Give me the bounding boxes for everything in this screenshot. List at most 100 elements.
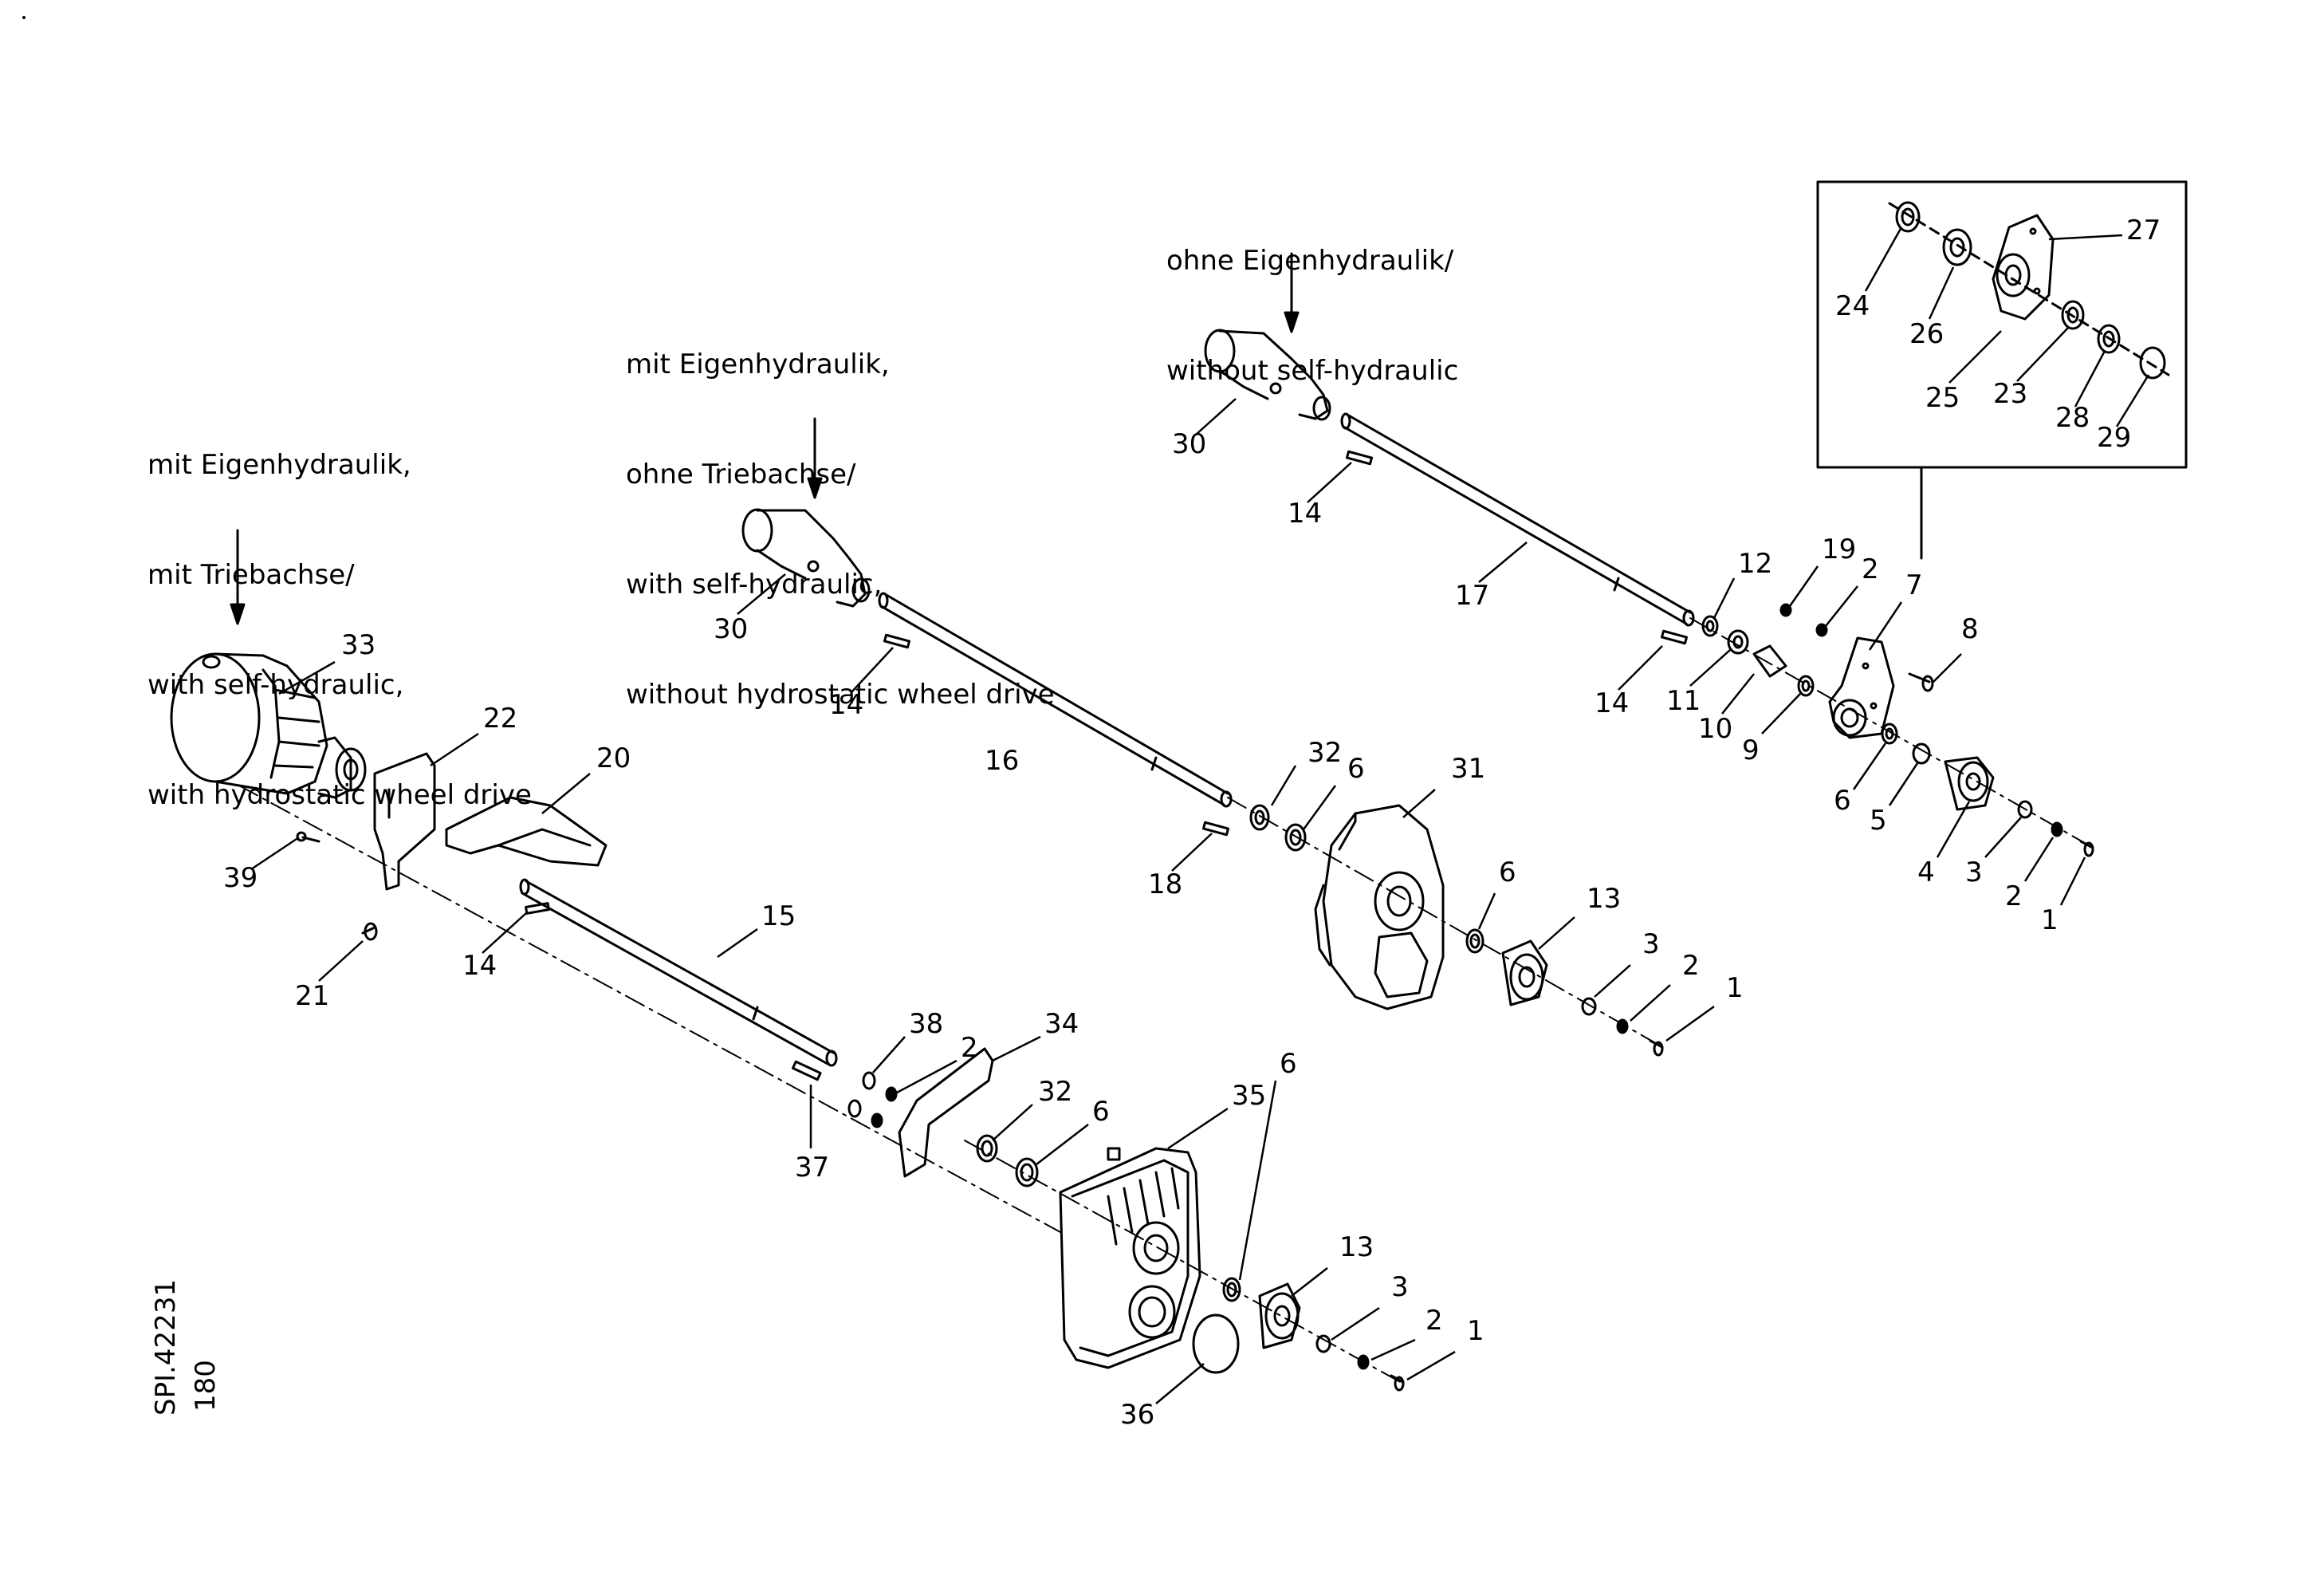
- key-14-right-lower: [1660, 629, 1689, 645]
- leader-line: [1331, 1306, 1380, 1341]
- leader-line: [1788, 565, 1819, 607]
- leader-line: [1036, 1124, 1089, 1165]
- detail-inset-box: [1816, 180, 2188, 469]
- leader-line: [1665, 1005, 1715, 1042]
- leader-line: [1594, 964, 1631, 998]
- leader-line: [1689, 649, 1731, 687]
- part-number-label: 12: [1738, 548, 1772, 580]
- part-number-label: 14: [1288, 498, 1322, 530]
- leader-line: [1984, 817, 2022, 858]
- leader-line: [2059, 857, 2086, 906]
- shaft-16: [878, 592, 1233, 808]
- leader-line: [737, 573, 786, 615]
- part-number-label: 6: [1499, 857, 1516, 888]
- seal-rings-32-6-left: [976, 1134, 1039, 1187]
- leader-line: [1167, 1107, 1229, 1150]
- part-number-label: 17: [1455, 580, 1489, 612]
- gear-housing-31: [1314, 804, 1445, 1010]
- part-number-label: 33: [341, 629, 376, 661]
- flange-parts-6-13-3-2-1-lower: [1222, 1277, 1405, 1392]
- leader-line: [1477, 892, 1496, 930]
- leader-line: [318, 940, 364, 982]
- leader-line: [278, 660, 336, 695]
- part-number-label: 18: [1148, 868, 1182, 900]
- part-number-label: 38: [909, 1008, 943, 1040]
- part-number-label: 2: [1682, 950, 1700, 982]
- caption-line: mit Eigenhydraulik,: [147, 449, 411, 481]
- pump-head-30-right: [1204, 329, 1331, 421]
- part-number-label: 5: [1870, 805, 1887, 837]
- part-number-label: 4: [1917, 857, 1935, 888]
- seal-rings-32-6-middle: [1249, 804, 1307, 852]
- leader-line: [430, 732, 479, 767]
- flange-parts-6-13-3-2-1-middle: [1465, 928, 1664, 1057]
- part-number-label: 27: [2126, 215, 2161, 246]
- leader-line: [1478, 542, 1528, 583]
- leader-line: [541, 773, 591, 814]
- leader-line: [1291, 1267, 1328, 1297]
- part-number-label: 3: [1642, 928, 1660, 960]
- part-number-label: 26: [1909, 318, 1944, 350]
- leader-line: [1864, 226, 1903, 292]
- leader-line: [1171, 833, 1213, 872]
- bolt-21: [361, 922, 378, 941]
- small-washers-38-2: [847, 1071, 898, 1128]
- leader-line: [1936, 801, 1971, 858]
- leader-line: [2016, 326, 2070, 382]
- leader-line: [1155, 1363, 1205, 1404]
- part-number-label: 28: [2055, 402, 2090, 434]
- caption-line: without hydrostatic wheel drive: [626, 679, 1055, 711]
- corner-dot: [22, 16, 26, 19]
- part-number-label: 9: [1742, 734, 1760, 766]
- key-14-left: [525, 902, 550, 915]
- part-number-label: 39: [223, 862, 258, 894]
- key-18: [1201, 821, 1230, 837]
- leader-line: [1713, 577, 1736, 619]
- part-number-label: 2: [961, 1032, 978, 1064]
- part-number-label: 15: [761, 900, 796, 932]
- leader-line: [2048, 234, 2123, 241]
- leader-line: [250, 836, 300, 871]
- cover-36: [1192, 1313, 1240, 1374]
- part-number-label: 2: [1862, 553, 1879, 585]
- leader-line: [1238, 1080, 1277, 1281]
- bracket-plate-22: [373, 752, 436, 891]
- leader-line: [1406, 1350, 1456, 1381]
- part-number-label: 1: [1467, 1315, 1484, 1347]
- part-number-label: 30: [1172, 428, 1206, 460]
- part-number-label: 3: [1965, 857, 1983, 888]
- caption-right: ohne Eigenhydraulik/ without self-hydrau…: [1166, 169, 1458, 463]
- leader-line: [1868, 601, 1903, 651]
- bearing-parts-12-11-10-9: [1701, 615, 1815, 697]
- part-number-label: 8: [1961, 613, 1979, 645]
- part-number-label: 19: [1822, 534, 1856, 565]
- leader-line: [1933, 653, 1962, 683]
- leader-line: [1195, 398, 1237, 435]
- leader-line: [872, 1036, 906, 1073]
- small-washers-19-2: [1779, 603, 1828, 637]
- part-number-label: 1: [1726, 972, 1744, 1004]
- bolt-39: [296, 831, 320, 843]
- part-number-label: 2: [1425, 1305, 1443, 1337]
- leader-line: [1302, 785, 1337, 830]
- leader-line: [1402, 789, 1436, 818]
- part-number-label: 6: [1347, 753, 1365, 785]
- leader-line: [992, 1104, 1033, 1141]
- key-14-right-upper: [1345, 450, 1374, 466]
- part-number-label: 20: [596, 742, 631, 774]
- leader-line: [851, 647, 894, 693]
- part-number-label: 10: [1698, 713, 1732, 745]
- leader-line: [1618, 645, 1663, 691]
- part-number-label: 13: [1587, 883, 1621, 915]
- leader-line: [482, 912, 527, 954]
- part-number-label: 7: [1905, 569, 1923, 601]
- leader-line: [1630, 984, 1671, 1022]
- part-number-label: 24: [1835, 290, 1870, 322]
- part-number-label: 29: [2097, 422, 2131, 454]
- part-number-label: 36: [1120, 1399, 1154, 1431]
- part-number-label: 14: [1595, 687, 1629, 719]
- part-number-label: 14: [462, 950, 497, 982]
- part-number-label: 34: [1044, 1008, 1079, 1040]
